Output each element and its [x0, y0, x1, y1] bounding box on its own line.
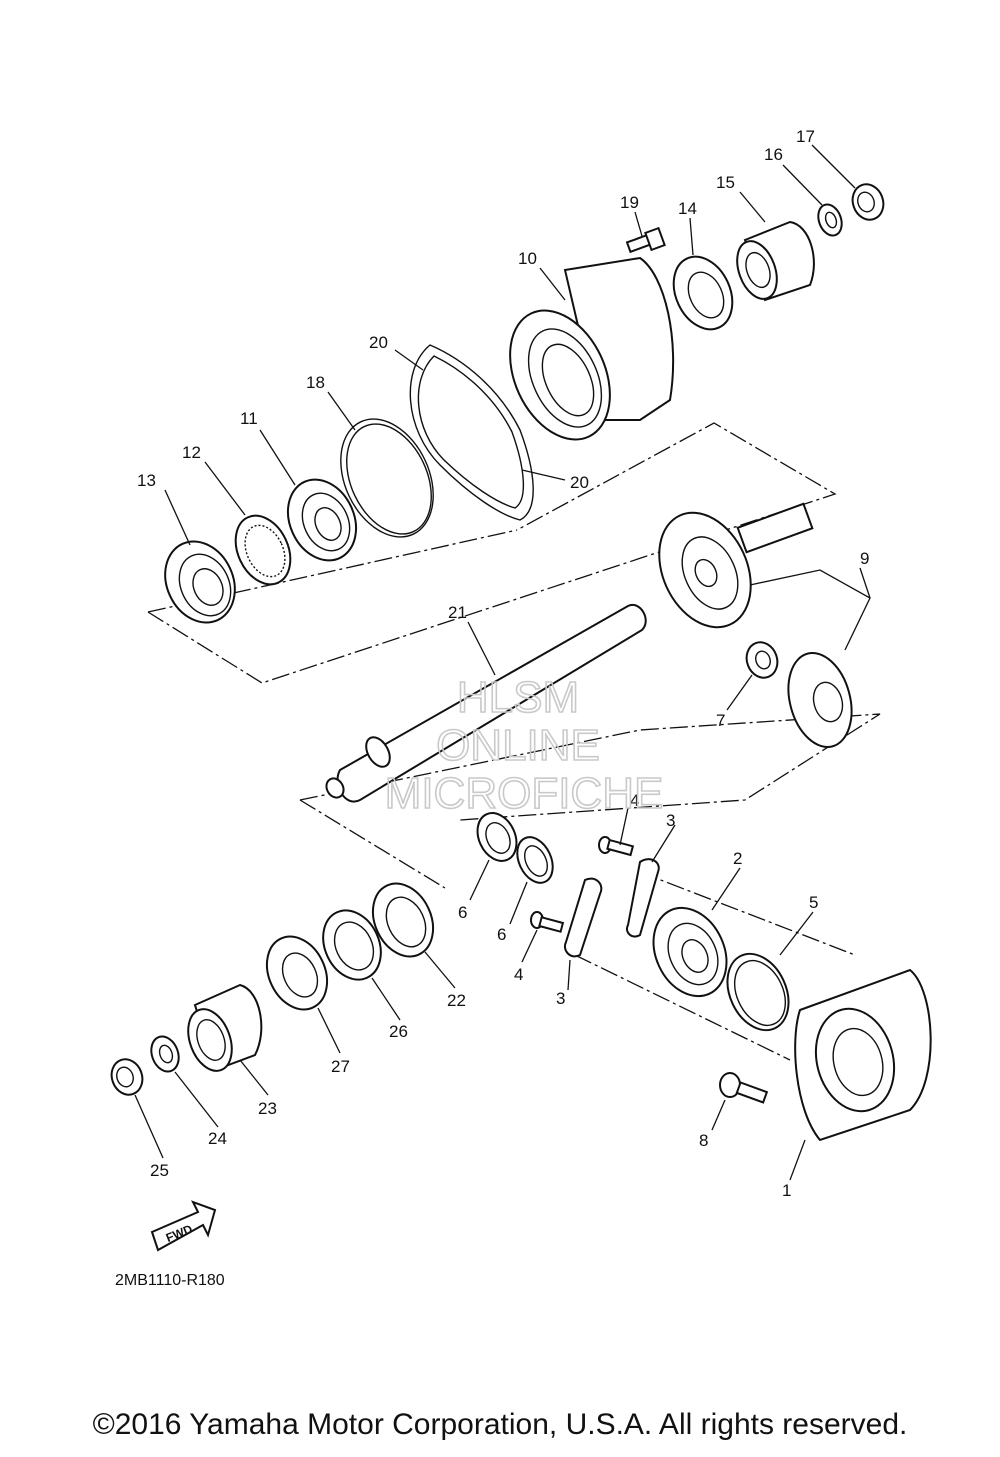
part-9-bevel-gear-set [658, 502, 853, 749]
part-20-gasket [409, 344, 534, 521]
callout-19: 19 [620, 193, 639, 212]
part-1-bearing-housing [794, 968, 932, 1142]
part-4-screw-upper [598, 836, 635, 857]
part-3-lock-plate-lower [564, 877, 603, 958]
callout-24: 24 [208, 1129, 227, 1148]
callout-13: 13 [137, 471, 156, 490]
callout-26: 26 [389, 1022, 408, 1041]
part-19-bolt [625, 226, 666, 254]
part-6-shim-lower [516, 836, 554, 884]
part-17-nut [851, 183, 885, 221]
part-25-nut [110, 1058, 144, 1096]
watermark-line-2: ONLINE [436, 721, 600, 770]
callout-5: 5 [809, 893, 818, 912]
callout-22: 22 [447, 991, 466, 1010]
callout-9: 9 [860, 549, 869, 568]
part-4-screw-lower [530, 911, 565, 933]
callout-4: 4 [630, 791, 639, 810]
part-15-coupling [736, 220, 815, 302]
part-24-washer [150, 1035, 180, 1073]
callout-23: 23 [258, 1099, 277, 1118]
part-26-retainer [322, 909, 382, 981]
part-12-needle-bearing [234, 514, 292, 586]
part-21-drive-shaft [325, 603, 647, 803]
part-5-shim [726, 952, 790, 1032]
callout-14: 14 [678, 199, 697, 218]
callout-12: 12 [182, 443, 201, 462]
part-18-o-ring [340, 418, 434, 538]
callout-8: 8 [699, 1131, 708, 1150]
callout-20: 20 [369, 333, 388, 352]
part-22-bearing [371, 882, 435, 958]
part-11-bearing [286, 478, 358, 562]
part-6-shim-upper [476, 812, 518, 862]
part-14-oil-seal [672, 255, 734, 331]
callout-20: 20 [570, 473, 589, 492]
copyright-notice: ©2016 Yamaha Motor Corporation, U.S.A. A… [92, 1408, 908, 1441]
callout-2: 2 [733, 849, 742, 868]
part-3-lock-plate-upper [626, 858, 660, 938]
diagram-code: 2MB1110-R180 [115, 1272, 225, 1289]
watermark-line-1: HLSM [457, 673, 579, 722]
callout-17: 17 [796, 127, 815, 146]
callout-15: 15 [716, 173, 735, 192]
callout-11: 11 [240, 409, 258, 428]
callout-21: 21 [448, 603, 467, 622]
callout-6: 6 [458, 903, 467, 922]
callout-10: 10 [518, 249, 537, 268]
part-27-oil-seal [265, 935, 329, 1011]
part-8-bolt [719, 1072, 769, 1104]
assembly-boundary-lower [299, 713, 881, 1061]
callout-25: 25 [150, 1161, 169, 1180]
callout-7: 7 [716, 711, 725, 730]
callout-6: 6 [497, 925, 506, 944]
part-16-washer [817, 203, 843, 237]
part-23-coupling [187, 983, 263, 1072]
leader-lines [134, 144, 871, 1181]
fwd-arrow-icon: FWD [150, 1200, 217, 1252]
callout-18: 18 [306, 373, 325, 392]
part-13-bearing [164, 540, 236, 624]
part-7-nut [745, 641, 779, 679]
watermark: HLSM ONLINE MICROFICHE [384, 672, 664, 819]
callout-4: 4 [514, 965, 523, 984]
watermark-line-3: MICROFICHE [385, 769, 664, 818]
part-10-housing [509, 256, 675, 441]
callout-1: 1 [782, 1181, 791, 1200]
callout-3: 3 [556, 989, 565, 1008]
callout-27: 27 [331, 1057, 350, 1076]
callout-16: 16 [764, 145, 783, 164]
callout-3: 3 [666, 811, 675, 830]
part-2-bearing [652, 906, 728, 998]
